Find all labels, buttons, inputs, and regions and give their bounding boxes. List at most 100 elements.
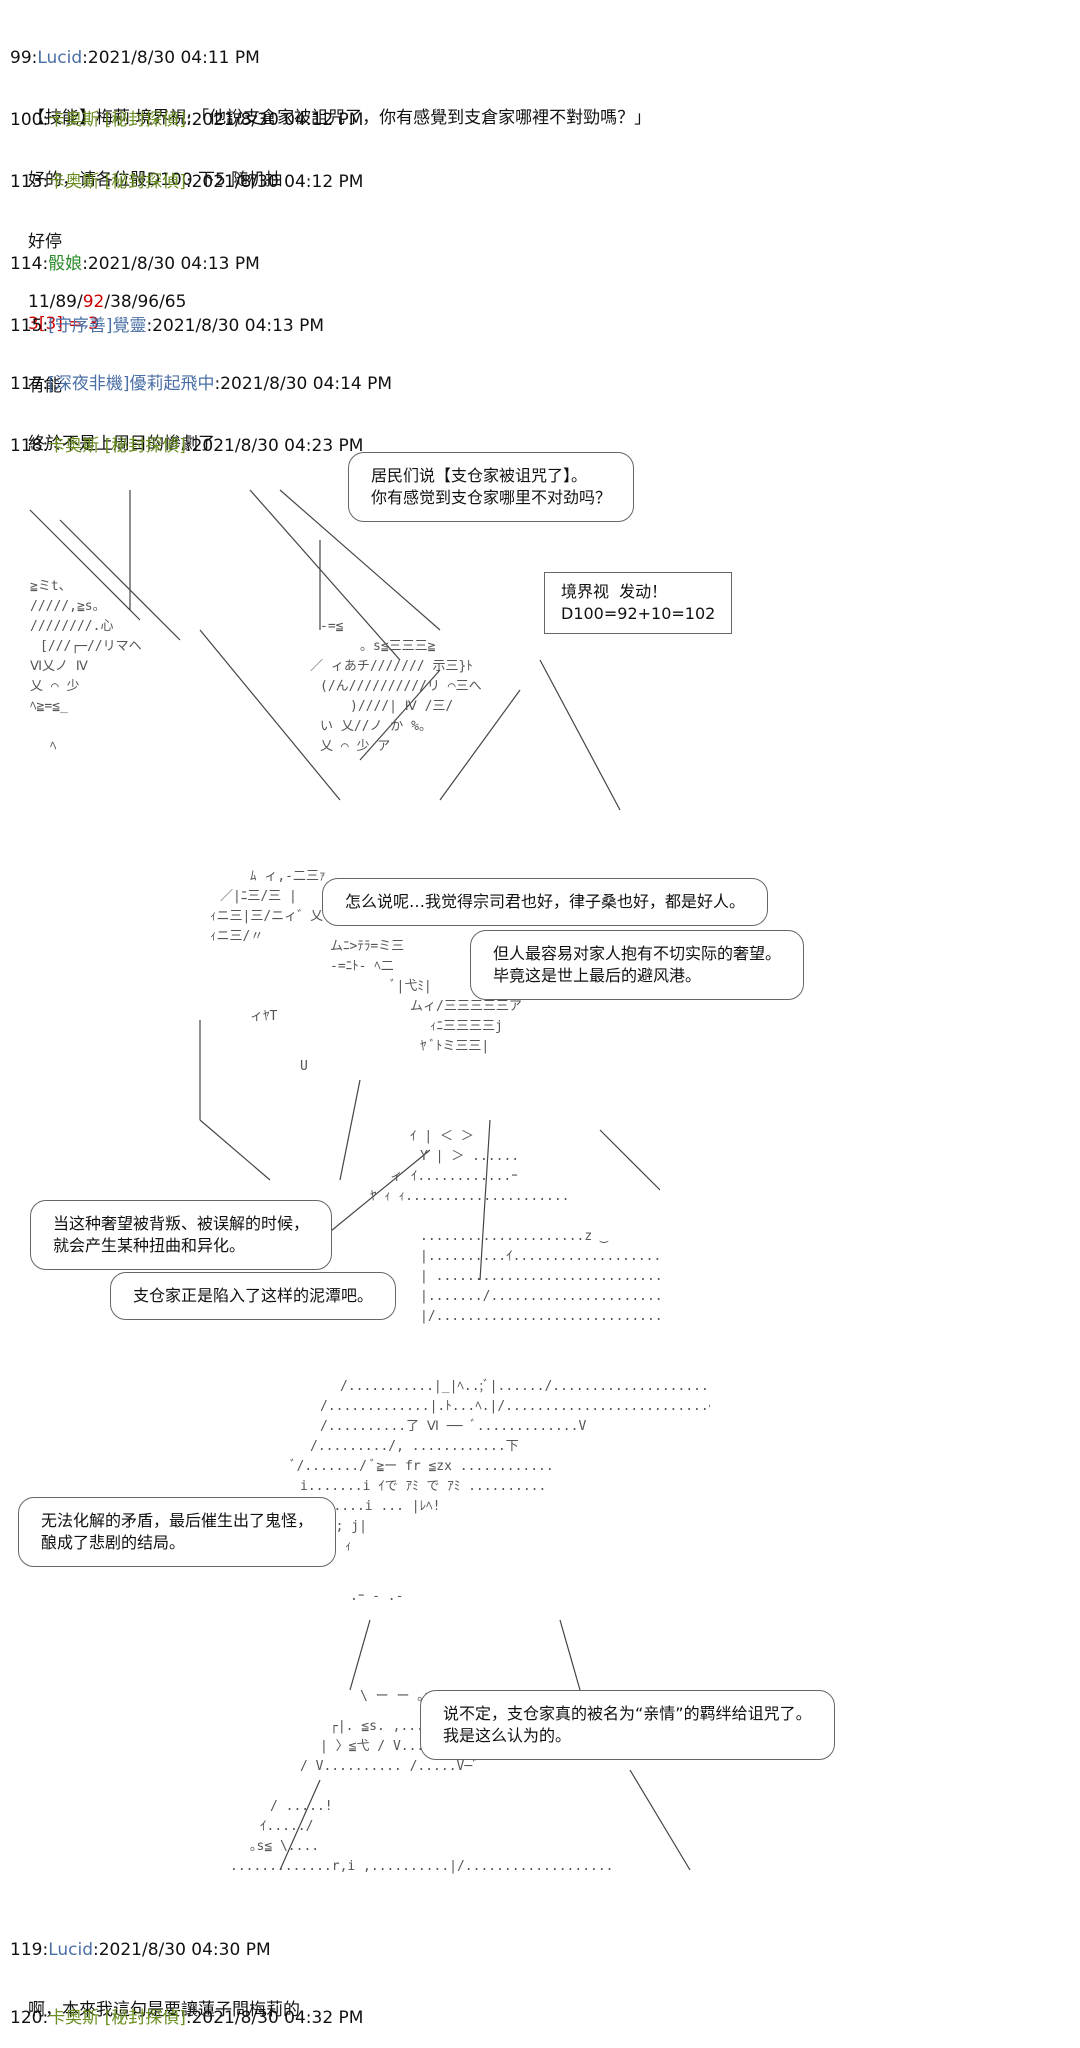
post-120: 120:卡奥斯 [秘封探偵]:2021/8/30 04:32 PM [10, 1968, 363, 2048]
post-body-numbers: 11/89/92/38/96/65 [10, 292, 363, 312]
svg-text:/...........|_|ﾍ..;ﾞ|....../..: /...........|_|ﾍ..;ﾞ|....../............… [340, 1379, 710, 1394]
post-number: 99: [10, 48, 38, 68]
svg-text:-=≦: -=≦ [320, 619, 344, 634]
post-time: :2021/8/30 04:13 PM [82, 254, 260, 274]
post-time: :2021/8/30 04:12 PM [185, 110, 364, 130]
svg-text:ﾍ: ﾍ [50, 739, 57, 754]
svg-text:ムィ/三三三三三ア: ムィ/三三三三三ア [410, 999, 522, 1014]
svg-text:ﾞ/......./ ﾞ≧ー fr ≦zx ...: ﾞ/......./ ﾞ≧ー fr ≦zx ............ [290, 1459, 554, 1474]
svg-text:。s≦三三三≧: 。s≦三三三≧ [360, 639, 436, 654]
svg-text:/.............|.ﾄ...ﾍ.|/......: /.............|.ﾄ...ﾍ.|/................… [320, 1399, 710, 1414]
post-number: 114: [10, 254, 49, 274]
svg-text:|/............................: |/......................................… [420, 1309, 660, 1324]
post-number: 120: [10, 2008, 49, 2028]
svg-text:.....................z ‿: .....................z ‿ [420, 1229, 609, 1244]
svg-text:[///┌─//リマヘ: [///┌─//リマヘ [40, 639, 142, 654]
svg-text:(/ん//////////リ ⌒三へ: (/ん//////////リ ⌒三へ [320, 679, 482, 694]
post-number: 118: [10, 436, 49, 456]
svg-text:.ｰ - .-: .ｰ - .- [350, 1589, 403, 1604]
svg-text:////////.心: ////////.心 [30, 619, 113, 634]
svg-text:Ⅵ乂ノ Ⅳ: Ⅵ乂ノ Ⅳ [30, 659, 88, 674]
svg-text:/..........了 Ⅵ ── ﾞ........: /..........了 Ⅵ ── ﾞ.............V [320, 1419, 586, 1434]
svg-text:ｨニ三|三/ニィ゛乂: ｨニ三|三/ニィ゛乂 [210, 909, 323, 924]
post-body: 有能 [28, 376, 62, 396]
svg-text:i.......i ｲで ｱﾐ で ｱﾐ .....: i.......i ｲで ｱﾐ で ｱﾐ .......... [300, 1479, 546, 1494]
svg-text:\ ー ー ｡s≦: \ ー ー ｡s≦ [360, 1689, 440, 1704]
svg-text:ィﾔT: ィﾔT [250, 1009, 278, 1024]
svg-text:い 乂//ノ か %。: い 乂//ノ か %。 [320, 719, 432, 734]
svg-text:/........./,: /........./, ............下 [310, 1439, 519, 1454]
speech-bubble-7: 说不定，支仓家真的被名为“亲情”的羁绊给诅咒了。 我是这么认为的。 [420, 1690, 835, 1760]
svg-text:ﾞ|弋ﾐ|: ﾞ|弋ﾐ| [390, 979, 432, 994]
post-time: :2021/8/30 04:12 PM [185, 172, 364, 192]
speech-bubble-2: 怎么说呢…我觉得宗司君也好，律子桑也好，都是好人。 [322, 878, 769, 926]
post-time: :2021/8/30 04:13 PM [146, 316, 325, 336]
poster-name[interactable]: 卡奥斯 [秘封探偵] [48, 436, 186, 456]
post-number: 119: [10, 1940, 49, 1960]
svg-text:/ V.......... /.....V─ﾞ: / V.......... /.....V─ﾞ [300, 1759, 479, 1774]
post-number: 115: [10, 316, 49, 336]
poster-name[interactable]: Lucid [48, 1940, 93, 1960]
post-body: 【技能】梅莉 境界視:「他說支倉家被詛咒了，你有感覺到支倉家哪裡不對勁嗎？」 [28, 108, 652, 128]
svg-text:ｲ...../: ｲ...../ [260, 1819, 313, 1834]
speech-bubble-5: 支仓家正是陷入了这样的泥潭吧。 [110, 1272, 397, 1320]
poster-name[interactable]: 骰娘 [48, 254, 83, 274]
svg-text:ィ ｲ............ｰ: ィ ｲ............ｰ [390, 1169, 518, 1184]
svg-text:| ...........................: | ...................................... [420, 1269, 660, 1284]
svg-text:Y | ＞ ......: Y | ＞ ...... [420, 1149, 519, 1164]
post-100: 100:卡奥斯 [秘封探偵]:2021/8/30 04:12 PM 好的，请各位… [10, 70, 363, 210]
svg-text:／|ﾆ三/三 |: ／|ﾆ三/三 | [220, 889, 297, 904]
poster-name[interactable]: 卡奥斯 [秘封探偵] [48, 2008, 186, 2028]
ascii-art-scene-2: ﾑ ィ,-二三ｧ ／|ﾆ三/三 | ｨニ三|三/ニィ゛乂 ｨニ三/〃 ムﾆ>ﾃﾗ… [199, 869, 660, 1324]
numbers-c: /38/96/65 [104, 292, 187, 312]
post-99: 99:Lucid:2021/8/30 04:11 PM 【技能】梅莉 境界視:「… [10, 8, 651, 148]
svg-text:ﾔ ﾞﾄミ三三|: ﾔ ﾞﾄミ三三| [420, 1039, 489, 1054]
svg-text:乂 ⌒ 少: 乂 ⌒ 少 [30, 679, 79, 694]
svg-text:|......./.....................: |......./...............................… [420, 1289, 660, 1304]
post-time: :2021/8/30 04:32 PM [185, 2008, 364, 2028]
poster-name[interactable]: 卡奥斯 [秘封探偵] [48, 172, 186, 192]
speech-bubble-4: 当这种奢望被背叛、被误解的时候， 就会产生某种扭曲和异化。 [30, 1200, 333, 1270]
svg-text:ｨﾆ三三三三j: ｨﾆ三三三三j [430, 1019, 503, 1034]
poster-name[interactable]: 卡奥斯 [秘封探偵] [48, 110, 186, 130]
post-115: 115:[守序善]覺靈:2021/8/30 04:13 PM 有能 [10, 276, 324, 416]
svg-text:ﾔ ｨ ｨ.....................: ﾔ ｨ ｨ..................... [370, 1189, 570, 1204]
svg-text:ﾑ ィ,-二三ｧ: ﾑ ィ,-二三ｧ [250, 869, 325, 884]
narration-box-1: 境界视 发动！ D100=92+10=102 [544, 572, 733, 634]
post-body: 好的，请各位骰D100 下5 随机抽 [28, 170, 283, 190]
speech-bubble-6: 无法化解的矛盾，最后催生出了鬼怪， 酿成了悲剧的结局。 [18, 1497, 337, 1567]
svg-text:|..........ｲ..................: |..........ｲ..................... [420, 1249, 660, 1264]
svg-text:≧ミt、: ≧ミt、 [30, 579, 72, 594]
numbers-a: 11/89/ [28, 292, 83, 312]
poster-name[interactable]: [深夜非機]優莉起飛中 [48, 374, 215, 394]
post-time: :2021/8/30 04:14 PM [214, 374, 393, 394]
svg-text:｡s≦ \....: ｡s≦ \.... [250, 1839, 319, 1854]
post-body: 好停 [28, 232, 62, 252]
poster-name[interactable]: Lucid [37, 48, 83, 68]
svg-text:U: U [300, 1059, 308, 1074]
dice-result: 3[3] = 3 [28, 314, 99, 334]
svg-text:ｨニ三/〃: ｨニ三/〃 [210, 929, 263, 944]
svg-text:ムﾆ>ﾃﾗ=ミ三: ムﾆ>ﾃﾗ=ミ三 [330, 939, 404, 954]
ascii-art-scene-3: /...........|_|ﾍ..;ﾞ|....../............… [230, 1379, 710, 1874]
speech-bubble-1: 居民们说【支仓家被诅咒了】。 你有感觉到支仓家哪里不对劲吗？ [348, 452, 635, 522]
post-113: 113:卡奥斯 [秘封探偵]:2021/8/30 04:12 PM 好停 11/… [10, 132, 363, 332]
svg-text:)////| Ⅳ /三/: )////| Ⅳ /三/ [350, 699, 453, 714]
svg-text:ﾍ≧=≦_: ﾍ≧=≦_ [30, 699, 68, 714]
svg-text:ｲ | ＜ ＞: ｲ | ＜ ＞ [410, 1129, 474, 1144]
svg-text:.............r,i ,..........|: .............r,i ,..........|/..........… [230, 1859, 614, 1874]
post-body: 終於不是上周目的慘劇了 [28, 434, 215, 454]
speech-bubble-3: 但人最容易对家人抱有不切实际的奢望。 毕竟这是世上最后的避风港。 [470, 930, 805, 1000]
post-time: :2021/8/30 04:11 PM [82, 48, 260, 68]
post-number: 113: [10, 172, 49, 192]
post-114: 114:骰娘:2021/8/30 04:13 PM 3[3] = 3 [10, 214, 260, 354]
svg-text:/ .....!: / .....! [270, 1799, 333, 1814]
poster-name[interactable]: [守序善]覺靈 [48, 316, 147, 336]
svg-text:!......i ... |ﾚ: !......i ... |ﾚﾍ! [310, 1499, 440, 1514]
post-118: 118:卡奥斯 [秘封探偵]:2021/8/30 04:23 PM [10, 396, 363, 476]
post-number: 117: [10, 374, 49, 394]
svg-text:／ ィあチ/////// 示三}ﾄ: ／ ィあチ/////// 示三}ﾄ [310, 659, 473, 674]
post-time: :2021/8/30 04:23 PM [185, 436, 364, 456]
post-number: 100: [10, 110, 49, 130]
post-time: :2021/8/30 04:30 PM [93, 1940, 271, 1960]
